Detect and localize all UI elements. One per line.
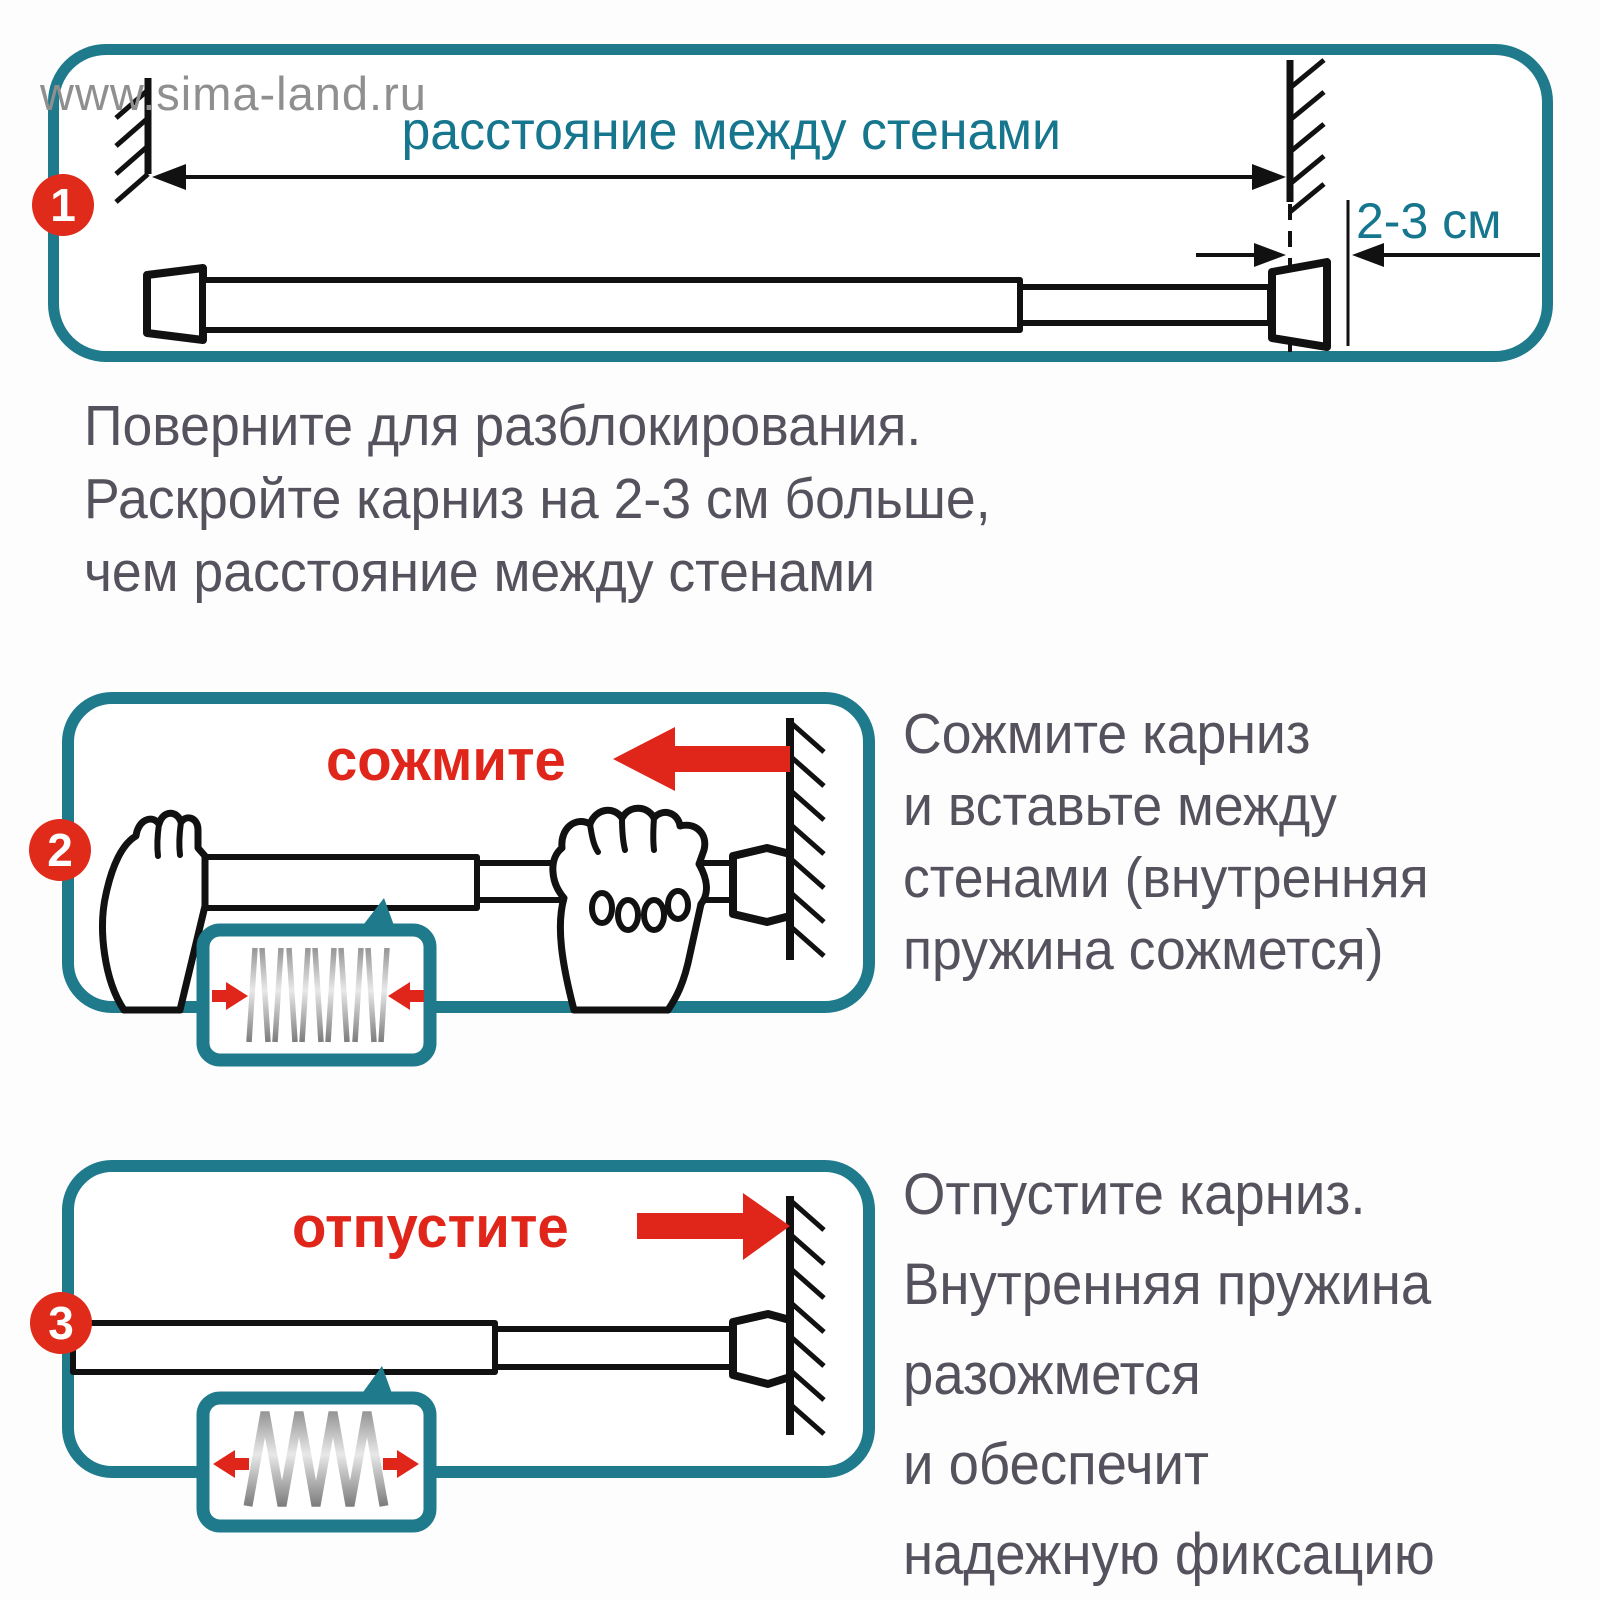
watermark: www.sima-land.ru: [40, 67, 427, 120]
squeeze-arrow-icon: [613, 727, 790, 791]
gap-2-3cm-label: 2-3 см: [1356, 193, 1502, 249]
compressed-spring-icon: [246, 947, 390, 1043]
wall-icon: [786, 718, 826, 960]
step1-caption: Поверните для разблокирования. Раскройте…: [84, 390, 1306, 609]
caption-line: надежную фиксацию: [903, 1522, 1435, 1587]
spring-callout: [196, 898, 437, 1067]
rod-icon: [70, 1310, 794, 1388]
gap-dimension-arrows: [1196, 243, 1540, 267]
caption-line: Внутренняя пружина: [903, 1252, 1432, 1317]
spring-callout: [196, 1366, 437, 1533]
left-hand-icon: [99, 809, 209, 1014]
caption-line: стенами (внутренняя: [903, 846, 1429, 910]
step2-diagram: [99, 718, 826, 1067]
step1-diagram: [114, 58, 1540, 352]
left-wall-icon: [114, 78, 152, 204]
step3-diagram: [70, 1193, 826, 1533]
caption-line: пружина сожмется): [903, 918, 1384, 982]
caption-line: и вставьте между: [903, 774, 1337, 838]
distance-between-walls-label: расстояние между стенами: [401, 101, 1061, 161]
caption-line: чем расстояние между стенами: [84, 540, 876, 604]
wall-icon: [786, 1196, 826, 1436]
outward-arrow-right-icon: [383, 1450, 419, 1478]
step3-caption: Отпустите карниз. Внутренняя пружина раз…: [903, 1150, 1580, 1600]
caption-line: Сожмите карниз: [903, 702, 1311, 766]
expanded-spring-icon: [243, 1411, 389, 1507]
outward-arrow-left-icon: [213, 1450, 249, 1478]
right-hand-icon: [549, 804, 710, 1014]
caption-line: и обеспечит: [903, 1432, 1209, 1497]
inward-arrow-right-icon: [388, 982, 424, 1010]
step1-number-badge: 1: [32, 174, 94, 236]
caption-line: Раскройте карниз на 2-3 см больше,: [84, 467, 991, 531]
rod-icon: [143, 258, 1331, 351]
step2-number-badge: 2: [29, 819, 91, 881]
inward-arrow-left-icon: [212, 982, 248, 1010]
caption-line: Отпустите карниз.: [903, 1162, 1366, 1227]
step3-number-badge: 3: [30, 1292, 92, 1354]
caption-line: Поверните для разблокирования.: [84, 394, 922, 458]
squeeze-label: сожмите: [326, 728, 566, 793]
step2-caption: Сожмите карниз и вставьте между стенами …: [903, 698, 1580, 986]
release-label: отпустите: [292, 1195, 569, 1260]
distance-dimension-arrow: [152, 164, 1286, 190]
release-arrow-icon: [637, 1193, 790, 1260]
caption-line: разожмется: [903, 1342, 1201, 1407]
